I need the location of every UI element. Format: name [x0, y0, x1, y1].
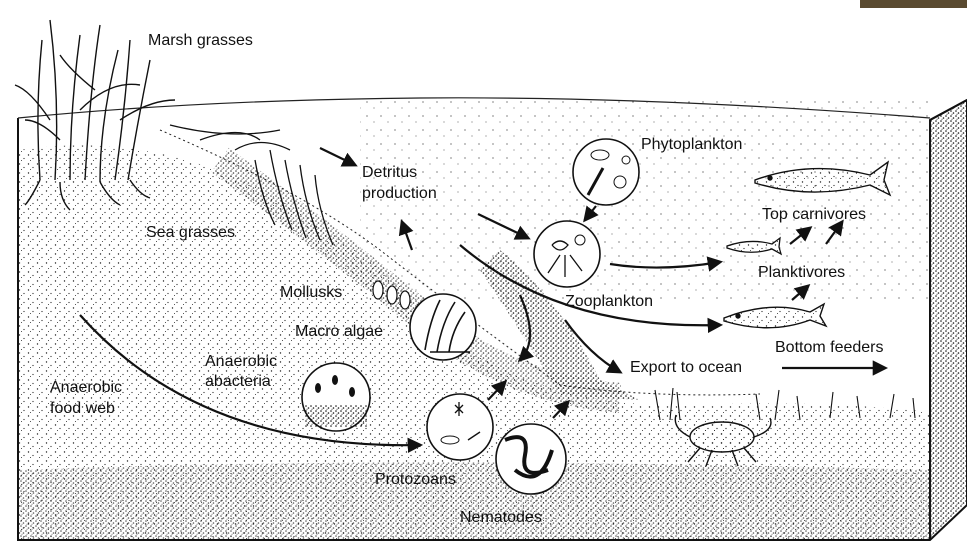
block-side-face — [930, 100, 967, 540]
nematodes-circle — [496, 424, 566, 494]
label-bottom-feeders: Bottom feeders — [775, 338, 884, 357]
anaerobic-bacteria-circle — [302, 363, 370, 431]
label-export-to-ocean: Export to ocean — [630, 358, 742, 377]
label-anaerobic-food-web-1: Anaerobic — [50, 378, 122, 397]
label-protozoans: Protozoans — [375, 470, 456, 489]
label-anaerobic-bacteria-2: abacteria — [205, 372, 271, 391]
label-nematodes: Nematodes — [460, 508, 542, 527]
label-detritus: Detritus — [362, 163, 417, 182]
label-sea-grasses: Sea grasses — [146, 223, 235, 242]
protozoans-circle — [427, 394, 493, 460]
label-mollusks: Mollusks — [280, 283, 342, 302]
label-planktivores: Planktivores — [758, 263, 845, 282]
label-production: production — [362, 184, 437, 203]
label-marsh-grasses: Marsh grasses — [148, 31, 253, 50]
label-anaerobic-food-web-2: food web — [50, 399, 115, 418]
label-macro-algae: Macro algae — [295, 322, 383, 341]
label-top-carnivores: Top carnivores — [762, 205, 866, 224]
zooplankton-circle — [534, 221, 600, 287]
arrow-icon — [320, 148, 355, 165]
label-phytoplankton: Phytoplankton — [641, 135, 742, 154]
phytoplankton-circle — [573, 139, 639, 205]
label-zooplankton: Zooplankton — [565, 292, 653, 311]
bottom-feeder-fish — [724, 304, 826, 328]
bottom-band — [18, 463, 930, 541]
macro-algae-circle — [410, 294, 476, 360]
label-anaerobic-bacteria-1: Anaerobic — [205, 352, 277, 371]
